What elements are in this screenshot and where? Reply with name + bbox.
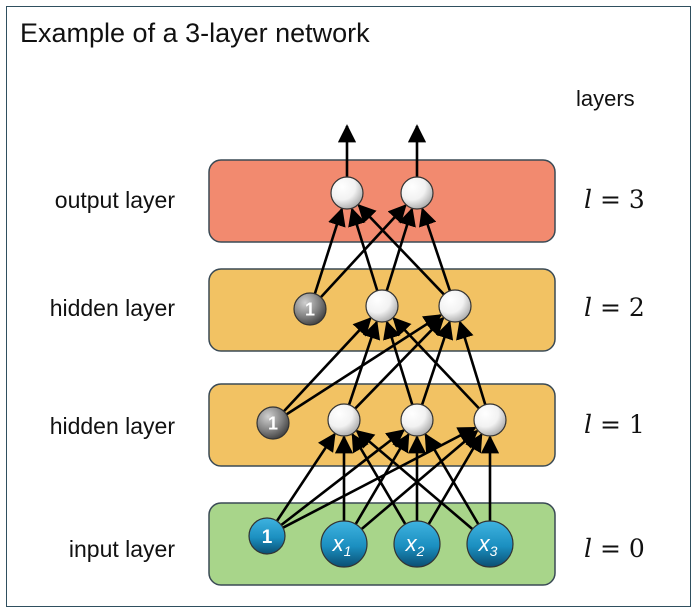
connection-arrow xyxy=(456,320,487,406)
bias-label-layer-2: 1 xyxy=(305,299,315,319)
hidden-neuron-layer-1 xyxy=(400,403,434,437)
layer-index-3: l = 3 xyxy=(584,185,645,214)
connection-arrow xyxy=(282,317,372,413)
input-node-label: x1 xyxy=(332,531,352,559)
layer-name-hidden-2: hidden layer xyxy=(49,295,175,321)
hidden-neuron-layer-1 xyxy=(473,403,507,437)
layer-name-output: output layer xyxy=(54,187,175,213)
output-neuron xyxy=(400,176,434,210)
connection-arrow xyxy=(392,317,480,410)
connections xyxy=(275,124,500,531)
connection-arrow xyxy=(355,429,474,531)
bias-label-input: 1 xyxy=(262,527,273,548)
layer-index-2: l = 2 xyxy=(584,293,645,322)
connection-arrow xyxy=(360,429,479,531)
input-node xyxy=(320,520,368,568)
bias-label-layer-1: 1 xyxy=(268,413,278,433)
output-layer-box xyxy=(208,159,556,243)
input-node xyxy=(466,520,514,568)
bias-node-input xyxy=(248,517,286,555)
diagram-title: Example of a 3-layer network xyxy=(20,18,370,48)
connection-arrow xyxy=(348,207,379,292)
input-node-label: x2 xyxy=(405,531,425,559)
hidden-neuron-layer-2 xyxy=(365,289,399,323)
connection-arrow xyxy=(424,433,480,525)
connection-arrow xyxy=(354,433,410,525)
layer-name-input: input layer xyxy=(68,536,175,562)
input-node xyxy=(393,520,441,568)
connection-arrow xyxy=(347,320,381,406)
input-node-label: x3 xyxy=(478,531,498,559)
connection-arrow xyxy=(357,203,445,296)
connection-arrow xyxy=(275,432,336,522)
connection-arrow xyxy=(383,320,414,406)
connection-arrow xyxy=(427,433,483,525)
layer-name-hidden-1: hidden layer xyxy=(49,413,175,439)
connection-arrow xyxy=(313,207,346,295)
output-neuron xyxy=(330,176,364,210)
layer-index-0: l = 0 xyxy=(584,534,645,563)
layer-index-1: l = 1 xyxy=(584,410,645,439)
layers-column-header: layers xyxy=(576,86,635,111)
hidden-neuron-layer-1 xyxy=(327,403,361,437)
connection-arrow xyxy=(280,429,405,527)
hidden-neuron-layer-2 xyxy=(438,289,472,323)
connection-arrow xyxy=(419,207,452,292)
connection-arrow xyxy=(351,433,407,525)
input-layer-box xyxy=(208,502,556,586)
connection-arrow xyxy=(385,207,416,292)
bias-node-layer-1 xyxy=(256,406,290,440)
connection-arrow xyxy=(319,204,407,299)
bias-node-layer-2 xyxy=(293,292,327,326)
